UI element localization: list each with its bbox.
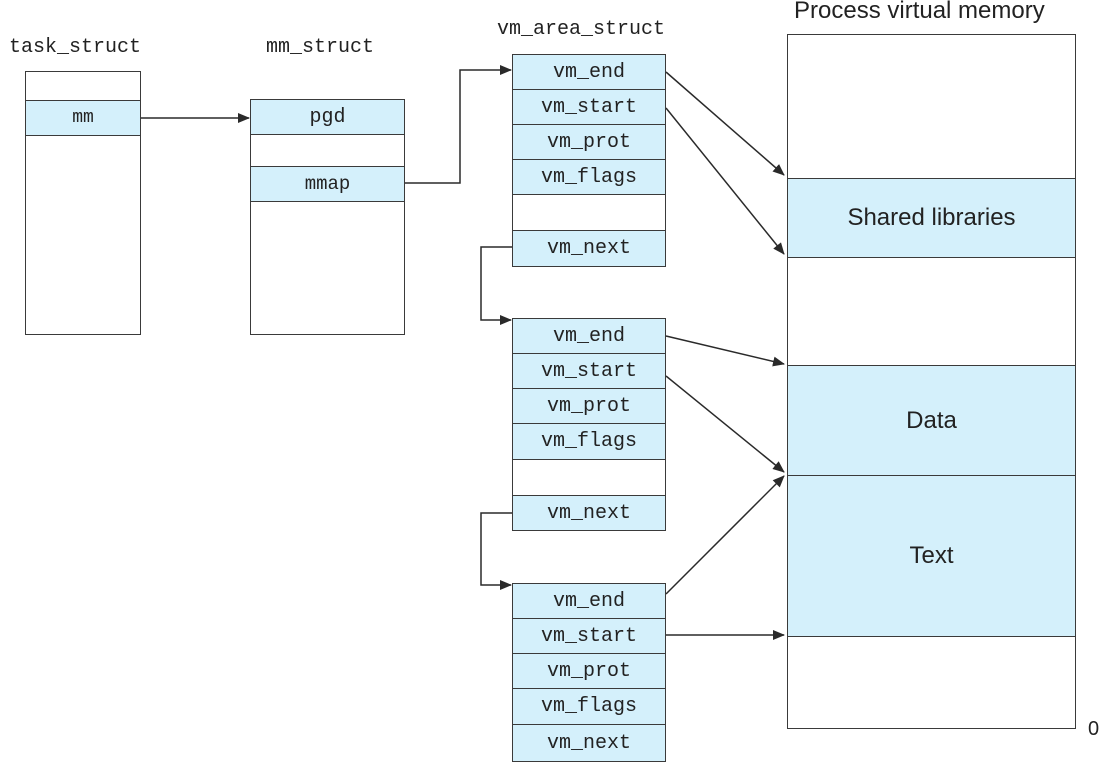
mm-struct-box: pgd mmap: [250, 99, 405, 335]
arrow-vm-end-1-to-shared-libraries: [665, 71, 785, 176]
mm-struct-title: mm_struct: [266, 36, 375, 59]
arrow-vm-next-2-to-vm-area-3: [480, 512, 512, 590]
task-struct-title: task_struct: [9, 36, 142, 59]
vm-area-struct-2: vm_end vm_start vm_prot vm_flags vm_next: [512, 318, 666, 531]
vm-area-1-vm-start: vm_start: [512, 89, 666, 125]
vm-area-struct-3: vm_end vm_start vm_prot vm_flags vm_next: [512, 583, 666, 762]
arrow-vm-start-2-to-data: [665, 375, 785, 473]
task-struct-box: mm: [25, 71, 141, 335]
vm-area-2-vm-start: vm_start: [512, 353, 666, 389]
data-region: Data: [788, 365, 1075, 476]
arrow-vm-next-1-to-vm-area-2: [480, 246, 512, 325]
vm-area-2-vm-prot: vm_prot: [512, 388, 666, 424]
shared-libraries-region: Shared libraries: [788, 178, 1075, 258]
vm-area-struct-1: vm_end vm_start vm_prot vm_flags vm_next: [512, 54, 666, 267]
vm-area-3-vm-flags: vm_flags: [512, 688, 666, 725]
vm-area-2-vm-end: vm_end: [512, 318, 666, 354]
vm-area-1-vm-prot: vm_prot: [512, 124, 666, 160]
task-struct-mm-field: mm: [25, 100, 141, 136]
memory-zero-label: 0: [1088, 718, 1100, 740]
vm-area-struct-title: vm_area_struct: [497, 18, 666, 41]
vm-area-1-vm-next: vm_next: [512, 230, 666, 267]
vm-area-3-vm-start: vm_start: [512, 618, 666, 654]
text-region: Text: [788, 475, 1075, 637]
vm-area-1-empty-field: [512, 194, 666, 231]
arrow-mmap-to-vm-area-1: [405, 65, 512, 184]
vm-area-2-vm-flags: vm_flags: [512, 423, 666, 460]
vm-area-3-vm-end: vm_end: [512, 583, 666, 619]
mm-struct-mmap-field: mmap: [250, 166, 405, 202]
arrow-vm-end-3-to-text: [665, 475, 785, 595]
vm-area-1-vm-flags: vm_flags: [512, 159, 666, 195]
vm-area-1-vm-end: vm_end: [512, 54, 666, 90]
vm-area-2-empty-field: [512, 459, 666, 496]
process-virtual-memory-box: Shared libraries Data Text: [787, 34, 1076, 729]
arrow-vm-end-2-to-data: [665, 335, 785, 367]
arrow-vm-start-1-to-shared-libraries: [665, 107, 785, 255]
vm-area-3-vm-prot: vm_prot: [512, 653, 666, 689]
process-virtual-memory-title: Process virtual memory: [794, 0, 1045, 24]
vm-area-2-vm-next: vm_next: [512, 495, 666, 531]
vm-area-3-vm-next: vm_next: [512, 724, 666, 762]
mm-struct-pgd-field: pgd: [250, 99, 405, 135]
